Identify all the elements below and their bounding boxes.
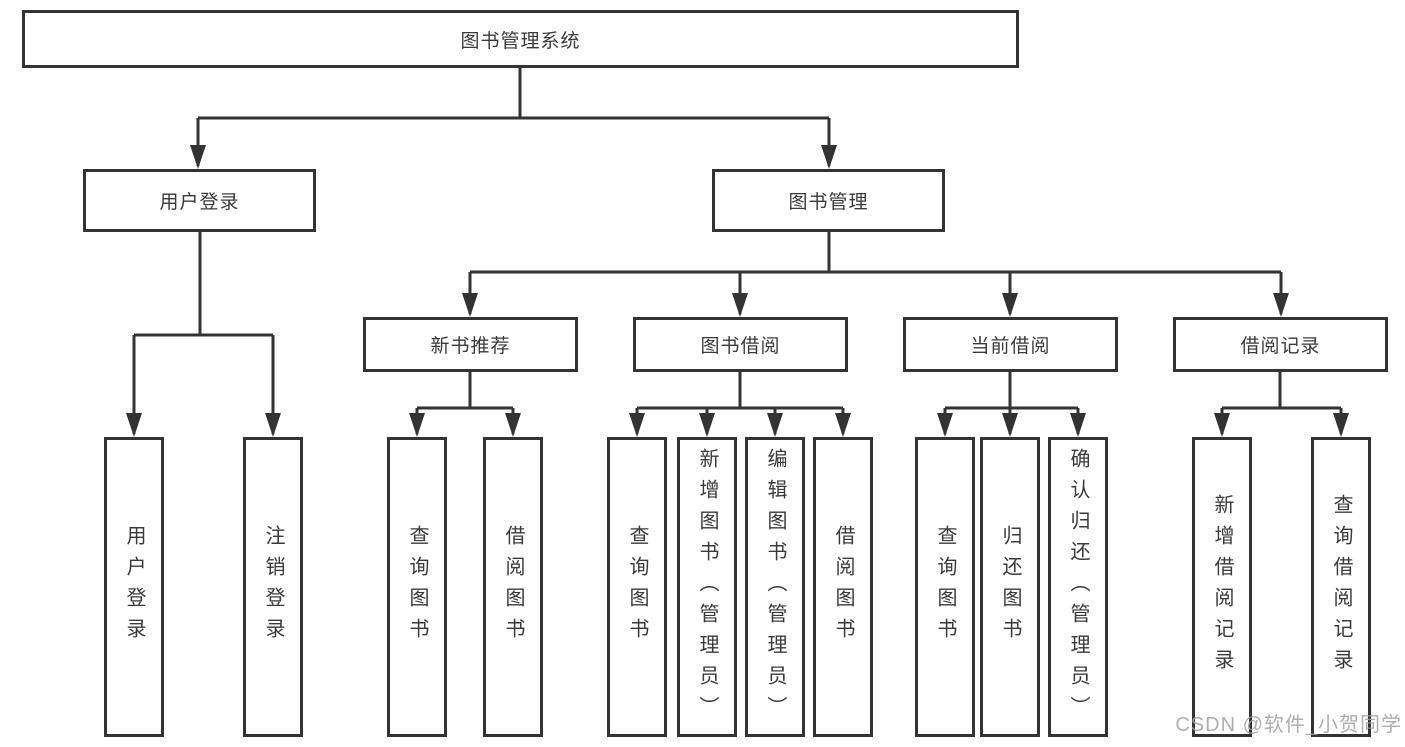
connector-current-borrow	[943, 372, 1080, 434]
node-leaf-cb-confirm-return-admin-label: 确认归还（管理员）	[1067, 447, 1089, 727]
node-borrow-records: 借阅记录	[1173, 317, 1388, 372]
node-leaf-user-login-label: 用户登录	[123, 525, 145, 649]
arrowhead	[699, 413, 715, 437]
node-leaf-cb-confirm-return-admin: 确认归还（管理员）	[1048, 437, 1108, 737]
node-leaf-br-query-record-label: 查询借阅记录	[1330, 494, 1352, 680]
arrowhead	[937, 413, 953, 437]
connector-book-borrow	[635, 372, 845, 434]
node-root: 图书管理系统	[22, 10, 1019, 68]
node-book-mgmt-label: 图书管理	[788, 192, 869, 213]
node-new-books: 新书推荐	[363, 317, 578, 372]
node-borrow-records-label: 借阅记录	[1240, 336, 1321, 357]
arrowhead	[1070, 413, 1086, 437]
arrowhead	[1002, 293, 1018, 317]
node-leaf-nb-borrow-books-label: 借阅图书	[502, 525, 524, 649]
arrowhead	[1214, 413, 1230, 437]
node-book-mgmt: 图书管理	[712, 169, 945, 232]
node-leaf-cb-query-books-label: 查询图书	[934, 525, 956, 649]
node-leaf-bb-edit-books-admin: 编辑图书（管理员）	[745, 437, 805, 737]
node-leaf-bb-query-books: 查询图书	[607, 437, 667, 737]
arrowhead	[1273, 293, 1289, 317]
node-leaf-cb-return-books: 归还图书	[980, 437, 1040, 737]
node-current-borrow-label: 当前借阅	[970, 336, 1051, 357]
node-leaf-logout: 注销登录	[243, 437, 303, 737]
connector-root	[196, 68, 831, 166]
arrowhead	[1333, 413, 1349, 437]
node-leaf-cb-query-books: 查询图书	[915, 437, 975, 737]
arrowhead	[732, 293, 748, 317]
node-leaf-nb-query-books-label: 查询图书	[406, 525, 428, 649]
node-user-login-label: 用户登录	[159, 192, 240, 213]
node-leaf-nb-borrow-books: 借阅图书	[483, 437, 543, 737]
arrowhead	[835, 413, 851, 437]
arrowhead	[265, 413, 281, 437]
arrowhead	[629, 413, 645, 437]
arrowhead	[821, 145, 837, 169]
node-leaf-br-query-record: 查询借阅记录	[1311, 437, 1371, 737]
node-book-borrow: 图书借阅	[633, 317, 848, 372]
arrowhead	[767, 413, 783, 437]
connector-new-books	[415, 372, 515, 434]
node-leaf-br-add-record-label: 新增借阅记录	[1211, 494, 1233, 680]
node-leaf-bb-borrow-books: 借阅图书	[813, 437, 873, 737]
node-book-borrow-label: 图书借阅	[700, 336, 781, 357]
node-leaf-bb-add-books-admin: 新增图书（管理员）	[677, 437, 737, 737]
node-current-borrow: 当前借阅	[903, 317, 1118, 372]
connector-book-mgmt	[468, 232, 1283, 314]
node-leaf-logout-label: 注销登录	[262, 525, 284, 649]
node-leaf-cb-return-books-label: 归还图书	[999, 525, 1021, 649]
arrowhead	[505, 413, 521, 437]
node-leaf-bb-add-books-admin-label: 新增图书（管理员）	[696, 447, 718, 727]
node-leaf-bb-borrow-books-label: 借阅图书	[832, 525, 854, 649]
arrowhead	[190, 145, 206, 169]
node-user-login: 用户登录	[83, 169, 316, 232]
node-leaf-user-login: 用户登录	[104, 437, 164, 737]
connector-user-login	[132, 232, 275, 434]
connector-borrow-records	[1220, 372, 1343, 434]
arrowhead	[126, 413, 142, 437]
node-leaf-br-add-record: 新增借阅记录	[1192, 437, 1252, 737]
arrowhead	[409, 413, 425, 437]
watermark: CSDN @软件_小贺同学	[1175, 714, 1402, 736]
node-leaf-bb-query-books-label: 查询图书	[626, 525, 648, 649]
node-leaf-bb-edit-books-admin-label: 编辑图书（管理员）	[764, 447, 786, 727]
arrowhead	[1002, 413, 1018, 437]
node-root-label: 图书管理系统	[460, 30, 581, 52]
node-leaf-nb-query-books: 查询图书	[387, 437, 447, 737]
arrowhead	[462, 293, 478, 317]
node-new-books-label: 新书推荐	[430, 336, 511, 357]
